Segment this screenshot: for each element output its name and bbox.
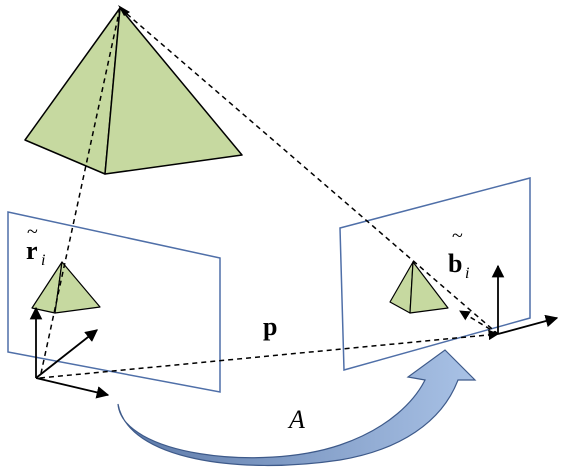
r-main: r (26, 236, 38, 265)
b-subscript: i (465, 265, 469, 282)
label-r-tilde-i: ~ r i (26, 221, 45, 269)
right-axis-right (497, 314, 559, 335)
transformation-curved-arrow (117, 349, 477, 467)
label-A: A (287, 405, 305, 434)
r-subscript: i (41, 252, 45, 269)
r-accent: ~ (27, 221, 38, 243)
left-image-plane (7, 211, 221, 393)
ray-translation-p (39, 329, 500, 379)
apex-arrowhead (118, 5, 130, 16)
label-b-tilde-i: ~ b i (448, 225, 469, 282)
ray-b-indicator (459, 310, 499, 335)
left-camera-axes (29, 306, 110, 399)
left-axis-diag (35, 329, 98, 379)
right-projected-pyramid (389, 261, 449, 314)
b-accent: ~ (452, 225, 463, 247)
ray-left-apex (39, 7, 121, 379)
pyramid-right-face (104, 7, 243, 175)
object-pyramid (24, 7, 243, 175)
left-projected-pyramid (31, 261, 101, 314)
ray-right-apex (119, 7, 499, 335)
right-camera-axes (491, 264, 559, 335)
projection-rays (39, 7, 500, 379)
pyramid-left-face (24, 7, 121, 175)
b-main: b (448, 249, 462, 278)
right-image-plane (339, 177, 531, 371)
left-axis-right (35, 377, 110, 399)
label-p: p (263, 312, 277, 341)
